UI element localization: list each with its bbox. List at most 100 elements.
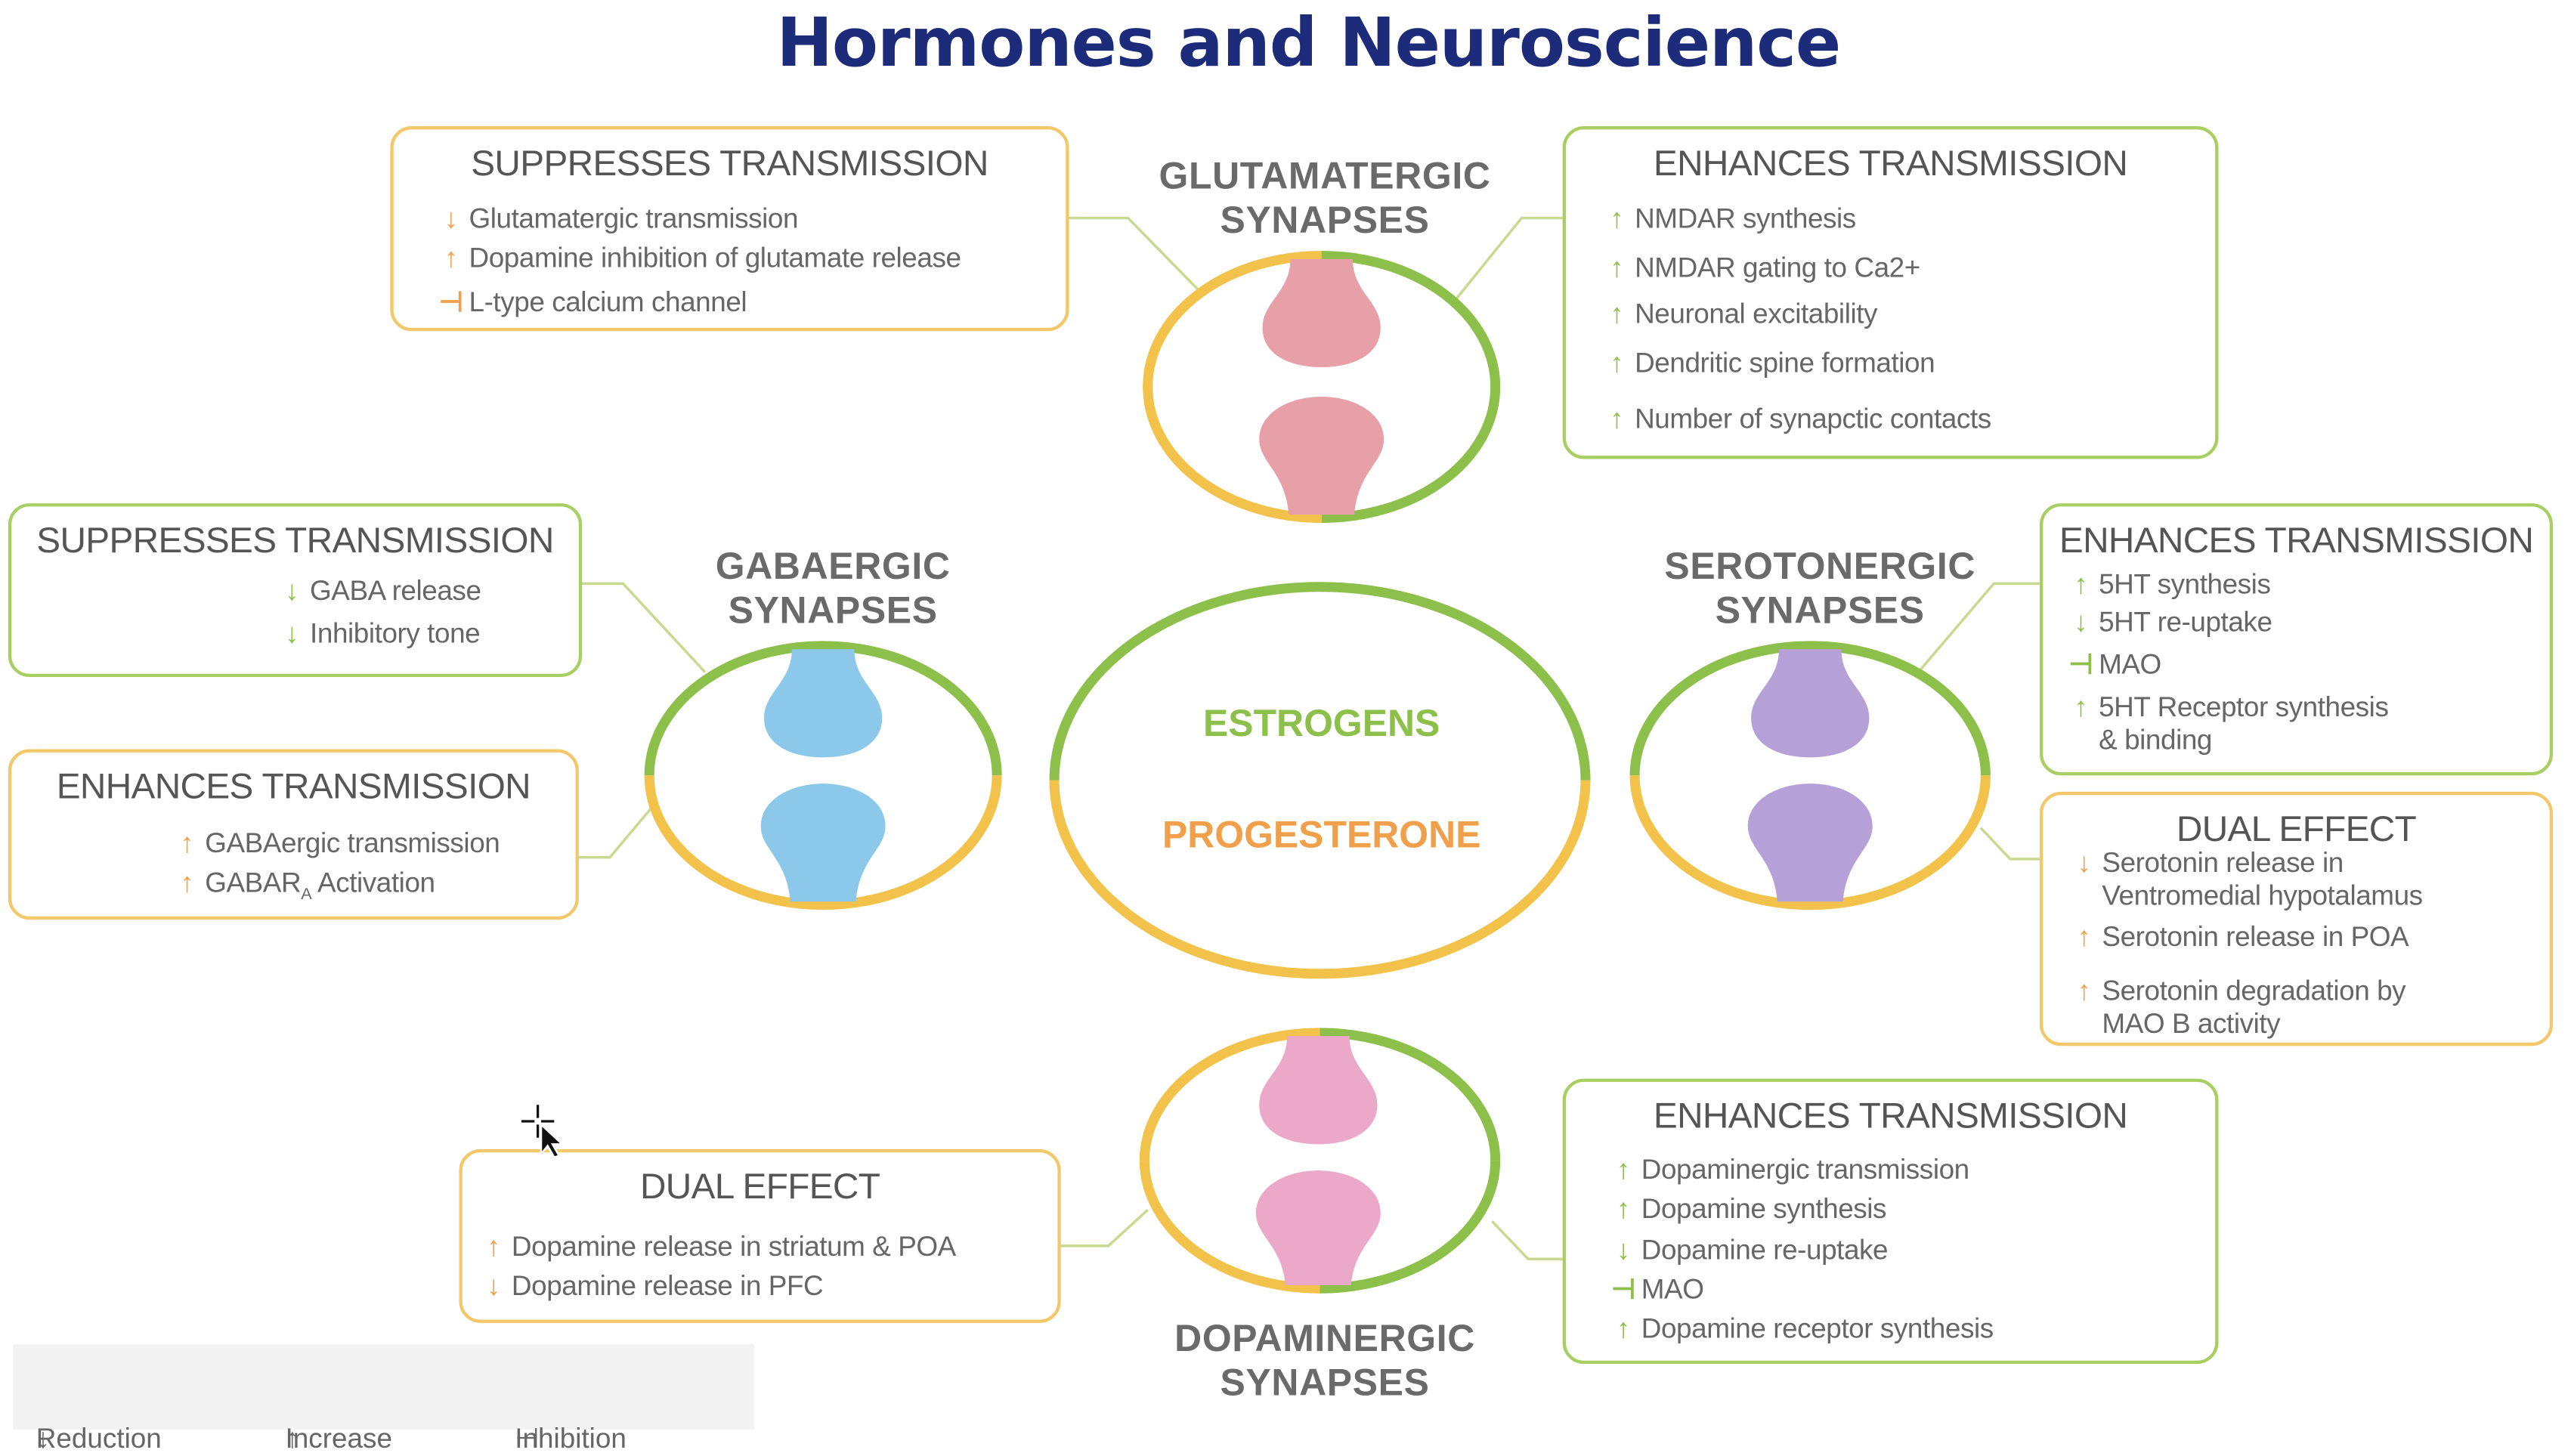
page-title: Hormones and Neuroscience [776, 3, 1842, 82]
sero-dual-text-cont: MAO B activity [2102, 1008, 2281, 1040]
connector-sero-dual [1979, 827, 2040, 861]
connector-glu-suppress [1067, 216, 1202, 293]
glu-suppress-text: Glutamatergic transmission [469, 203, 799, 235]
up-arrow-icon: ↑ [1610, 252, 1624, 284]
serotonergic-synapse-ring [1629, 641, 1991, 910]
gaba-suppress-text: GABA release [310, 575, 481, 607]
dopa-enhance-item: ↑ Dopaminergic transmission [1605, 1154, 1969, 1186]
gabaergic-label-line2: SYNAPSES [728, 588, 938, 632]
dopaminergic-enhance-box: ENHANCES TRANSMISSION ↑Dopaminergic tran… [1562, 1078, 2219, 1365]
inhibition-icon: ⊣ [2068, 649, 2093, 681]
sero-dual-heading: DUAL EFFECT [2176, 808, 2417, 849]
up-arrow-icon: ↑ [1610, 403, 1624, 434]
sero-dual-text: Serotonin release in [2102, 847, 2344, 879]
glutamatergic-label-line2: SYNAPSES [1220, 198, 1430, 241]
glu-enhance-text: NMDAR gating to Ca2+ [1635, 252, 1920, 284]
dopaminergic-label-line1: DOPAMINERGIC [1174, 1316, 1475, 1359]
sero-enhance-item: ↓ 5HT re-uptake [2062, 607, 2272, 639]
gaba-suppress-item: ↓ GABA release [274, 576, 481, 608]
up-arrow-icon: ↑ [1610, 298, 1624, 330]
down-arrow-icon: ↓ [444, 203, 458, 235]
dopa-enhance-text: Dopamine synthesis [1641, 1193, 1887, 1225]
up-arrow-icon: ↑ [1616, 1193, 1630, 1225]
serotonergic-label-line1: SEROTONERGIC [1664, 544, 1976, 587]
down-arrow-icon: ↓ [285, 575, 299, 607]
up-arrow-icon: ↑ [2074, 568, 2088, 601]
down-arrow-icon: ↓ [2074, 606, 2088, 638]
glutamatergic-label-line1: GLUTAMATERGIC [1159, 153, 1491, 197]
dopa-dual-heading: DUAL EFFECT [639, 1165, 880, 1207]
serotonergic-synapses-label: SEROTONERGIC SYNAPSES [1640, 544, 2000, 632]
up-arrow-icon: ↑ [180, 827, 194, 859]
glu-enhance-text: Dendritic spine formation [1635, 347, 1935, 379]
glu-suppress-text: Dopamine inhibition of glutamate release [469, 243, 961, 274]
sero-enhance-text-cont: & binding [2099, 724, 2212, 756]
down-arrow-icon: ↓ [1616, 1234, 1630, 1266]
sero-enhance-text: 5HT synthesis [2099, 568, 2271, 601]
up-arrow-icon: ↑ [487, 1231, 501, 1263]
sero-enhance-item: ↑ 5HT Receptor synthesis& binding [2062, 691, 2389, 756]
gabaergic-synapse-ring [644, 641, 1002, 910]
dopa-enhance-item: ↓ Dopamine re-uptake [1605, 1234, 1889, 1267]
gaba-enhance-heading: ENHANCES TRANSMISSION [56, 765, 531, 807]
gabaergic-enhance-box: ENHANCES TRANSMISSION ↑GABAergic transmi… [8, 749, 579, 920]
glu-enhance-text: Neuronal excitability [1635, 298, 1878, 330]
sero-enhance-text: 5HT Receptor synthesis [2099, 691, 2389, 723]
serotonin-terminals [1747, 649, 1873, 902]
glu-suppress-item: ↑Dopamine inhibition of glutamate releas… [433, 243, 961, 275]
gaba-suppress-item: ↓Inhibitory tone [274, 617, 481, 651]
glu-enhance-item: ↑NMDAR synthesis [1598, 203, 1856, 236]
serotonergic-label-line2: SYNAPSES [1715, 588, 1925, 632]
sero-enhance-text: 5HT re-uptake [2099, 606, 2272, 638]
connector-sero-enhance [1917, 582, 2040, 673]
sero-enhance-item: ⊣MAO [2062, 649, 2161, 682]
connector-dopa-enhance [1491, 1220, 1563, 1260]
dopa-enhance-item: ⊣MAO [1605, 1273, 1704, 1306]
connector-gaba-suppress [580, 582, 707, 673]
up-arrow-icon: ↑ [1610, 203, 1624, 235]
sero-dual-text-cont: Ventromedial hypotalamus [2102, 880, 2423, 912]
down-arrow-icon: ↓ [487, 1270, 501, 1302]
dopa-dual-item: ↑Dopamine release in striatum & POA [475, 1231, 956, 1263]
sero-enhance-heading: ENHANCES TRANSMISSION [2059, 519, 2534, 561]
gaba-suppress-heading: SUPPRESSES TRANSMISSION [36, 519, 554, 561]
gabaergic-suppress-box: SUPPRESSES TRANSMISSION ↓ GABA release ↓I… [8, 503, 583, 678]
gaba-enhance-item: ↑GABAergic transmission [169, 828, 500, 861]
estrogens-label: ESTROGENS [1203, 701, 1440, 744]
glutamatergic-suppress-box: SUPPRESSES TRANSMISSION ↓ Glutamatergic t… [390, 126, 1069, 332]
mouse-cursor-icon [521, 1105, 565, 1159]
glu-suppress-item: ↓ Glutamatergic transmission [433, 203, 799, 236]
connector-dopa-dual [1059, 1208, 1149, 1247]
gaba-enhance-text: GABAR [205, 867, 302, 898]
up-arrow-icon: ↑ [2074, 691, 2088, 723]
gaba-terminals [760, 649, 886, 902]
down-arrow-icon: ↓ [285, 617, 299, 650]
sero-dual-text: Serotonin release in POA [2102, 921, 2409, 953]
connector-lines [575, 216, 2040, 1260]
glu-suppress-item: ⊣L-type calcium channel [433, 287, 747, 320]
dopa-enhance-text: MAO [1641, 1273, 1704, 1306]
dopa-enhance-text: Dopaminergic transmission [1641, 1154, 1969, 1186]
up-arrow-icon: ↑ [1610, 347, 1624, 379]
legend: ↓ Reduction ↑ Increase ⊣ Inhibition [13, 1344, 755, 1454]
connector-glu-enhance [1451, 216, 1563, 304]
up-arrow-icon: ↑ [2077, 975, 2091, 1007]
down-arrow-icon: ↓ [2077, 847, 2091, 879]
up-arrow-icon: ↑ [1616, 1154, 1630, 1186]
up-arrow-icon: ↑ [2077, 921, 2091, 953]
dopaminergic-synapse-ring [1139, 1028, 1501, 1294]
glu-suppress-heading: SUPPRESSES TRANSMISSION [471, 142, 988, 184]
glu-enhance-item: ↑ Dendritic spine formation [1598, 348, 1935, 380]
gaba-enhance-text-after: Activation [311, 867, 435, 898]
up-arrow-icon: ↑ [1616, 1312, 1630, 1345]
gaba-enhance-item: ↑GABARA Activation [169, 867, 435, 904]
glutamate-terminals [1259, 258, 1385, 515]
progesterone-label: PROGESTERONE [1162, 813, 1481, 856]
sero-dual-text: Serotonin degradation by [2102, 975, 2406, 1007]
sero-enhance-item: ↑ 5HT synthesis [2062, 568, 2271, 601]
glu-enhance-item: ↑ Neuronal excitability [1598, 298, 1877, 331]
dopa-enhance-text: Dopamine re-uptake [1641, 1234, 1889, 1266]
